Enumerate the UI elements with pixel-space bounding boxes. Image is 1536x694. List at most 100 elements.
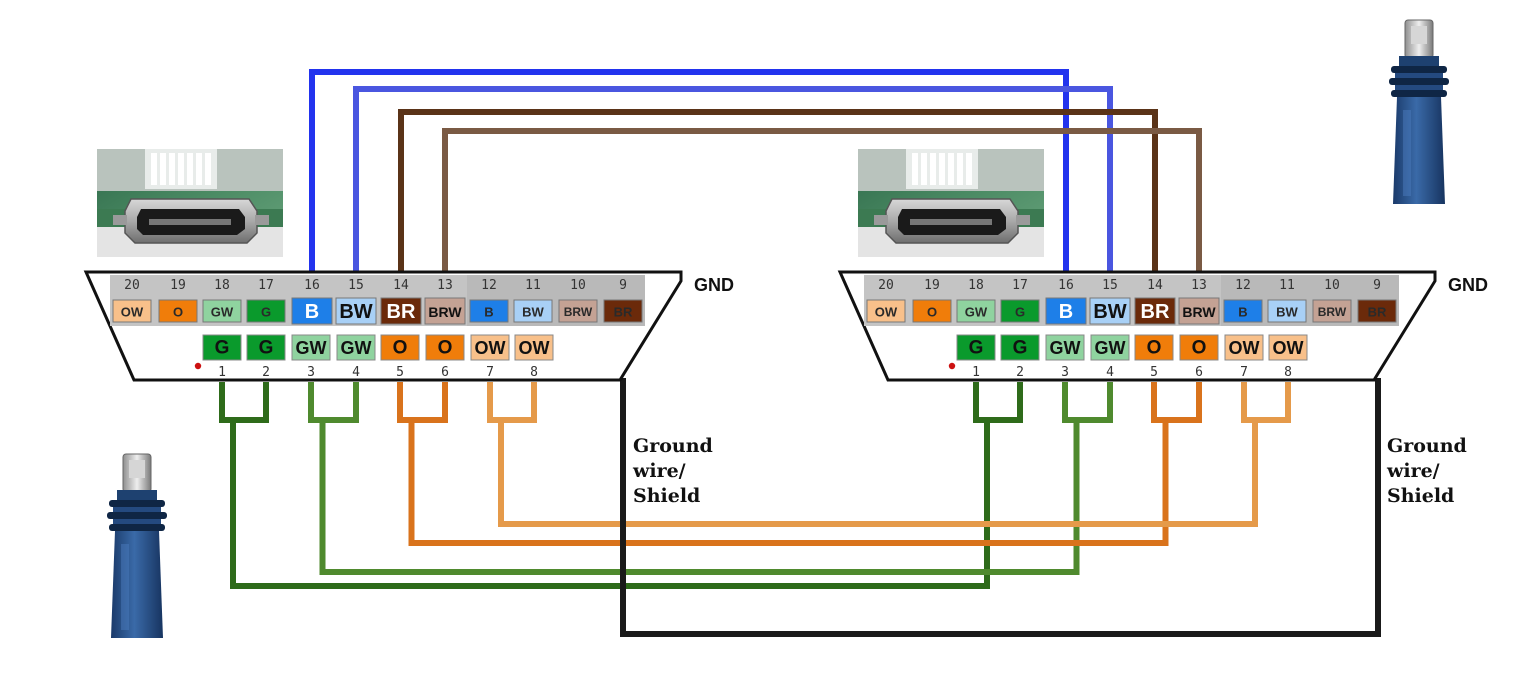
cable-plug-icon [1388,19,1450,205]
pin-number: 2 [1016,365,1024,380]
wire-pair-green-bridge [973,382,1023,423]
hdmi-connector-diagram: 20OW19O18GW17G16B15BW14BR13BRW12B11BW10B… [83,270,734,507]
ground-shield-label: wire/ [632,460,686,482]
pin-number: 15 [348,278,364,293]
pin-color-label: BW [339,301,372,323]
pin-pad [1089,297,1131,325]
pin-number: 20 [124,278,140,293]
pin-pad [335,297,377,325]
pin-color-label: GW [296,338,327,358]
pin-color-label: O [173,305,183,320]
pin-number: 12 [1235,278,1251,293]
pin-pad [424,297,466,325]
pin-number: 19 [924,278,940,293]
pin-pad [912,299,952,323]
pin-number: 13 [437,278,453,293]
wire-pair-orange [408,420,1169,546]
connector-layer: 20OW19O18GW17G16B15BW14BR13BRW12B11BW10B… [83,270,1488,507]
wire-pair-green-bridge [219,382,269,423]
pin-color-label: B [1059,301,1073,323]
pin-color-label: OW [475,338,506,358]
pin-number: 6 [1195,365,1203,380]
wire-pair-orange-bridge [397,382,448,423]
pin-pad [1268,334,1308,361]
ground-shield-label: Ground [1387,435,1467,457]
pin-pad [513,299,553,323]
pin-color-label: G [1015,305,1025,320]
pin-color-label: BR [1368,305,1387,320]
pin-pad [956,299,996,323]
pin-number: 17 [1012,278,1028,293]
pin-color-label: G [215,338,230,359]
pin-color-label: G [259,338,274,359]
pin-number: 9 [619,278,627,293]
pin-color-label: BRW [564,305,593,319]
pin-pad [202,334,242,361]
pin-number: 14 [1147,278,1163,293]
pin-pad [246,299,286,323]
pin-pad [1000,334,1040,361]
pin1-marker [948,362,956,370]
pin-color-label: OW [121,305,144,320]
pin-pad [158,299,198,323]
pin-color-label: G [1013,338,1028,359]
pin-pad [1178,297,1220,325]
wire-pin16-blue [309,69,1069,272]
pin-pad [469,299,509,323]
pin-pad [558,299,598,323]
pin-number: 16 [304,278,320,293]
pin-number: 8 [530,365,538,380]
pin-color-label: GW [965,305,988,320]
pin-pad [1223,299,1263,323]
gnd-label: GND [694,275,734,295]
pin-number: 20 [878,278,894,293]
pin-number: 5 [396,365,404,380]
wire-pair-orange-white-bridge [1241,382,1291,423]
pin1-marker [194,362,202,370]
pin-color-label: BRW [1182,304,1216,320]
pin-number: 19 [170,278,186,293]
micro-hdmi-port-photo-icon [96,148,284,258]
cable-plug-icon [106,453,168,639]
pin-color-label: O [927,305,937,320]
pin-pad [1045,297,1087,325]
pin-color-label: OW [519,338,550,358]
pin-pad [202,299,242,323]
pin-number: 1 [972,365,980,380]
wire-pin14-brown [398,109,1158,272]
pin-color-label: BW [522,305,544,320]
pin-color-label: O [438,338,453,359]
pin-number: 14 [393,278,409,293]
pin-color-label: OW [875,305,898,320]
ground-shield-label: Shield [633,485,700,507]
pin-pad [956,334,996,361]
pin-pad [1357,299,1397,323]
pin-color-label: BW [1093,301,1126,323]
hdmi-connector-diagram: 20OW19O18GW17G16B15BW14BR13BRW12B11BW10B… [837,270,1488,507]
pin-number: 17 [258,278,274,293]
pin-pad [1179,334,1219,361]
pin-number: 4 [1106,365,1114,380]
pin-number: 11 [1279,278,1295,293]
pin-color-label: BW [1276,305,1298,320]
micro-hdmi-port-photo-icon [857,148,1045,258]
gnd-label: GND [1448,275,1488,295]
pin-color-label: GW [1095,338,1126,358]
pin-pad [380,297,422,325]
pin-number: 13 [1191,278,1207,293]
wire-pin15-blue-white [353,86,1113,272]
wire-pair-orange-bridge [1151,382,1202,423]
pin-color-label: BR [614,305,633,320]
wire-ground-shield [620,378,1381,637]
pin-pad [1224,334,1264,361]
ground-shield-label: Shield [1387,485,1454,507]
pin-number: 12 [481,278,497,293]
wire-pin13-brown-white [442,128,1202,272]
pin-number: 2 [262,365,270,380]
pin-number: 10 [1324,278,1340,293]
pin-pad [291,297,333,325]
pin-color-label: BRW [428,304,462,320]
pin-pad [1134,334,1174,361]
pin-number: 6 [441,365,449,380]
pin-color-label: G [969,338,984,359]
